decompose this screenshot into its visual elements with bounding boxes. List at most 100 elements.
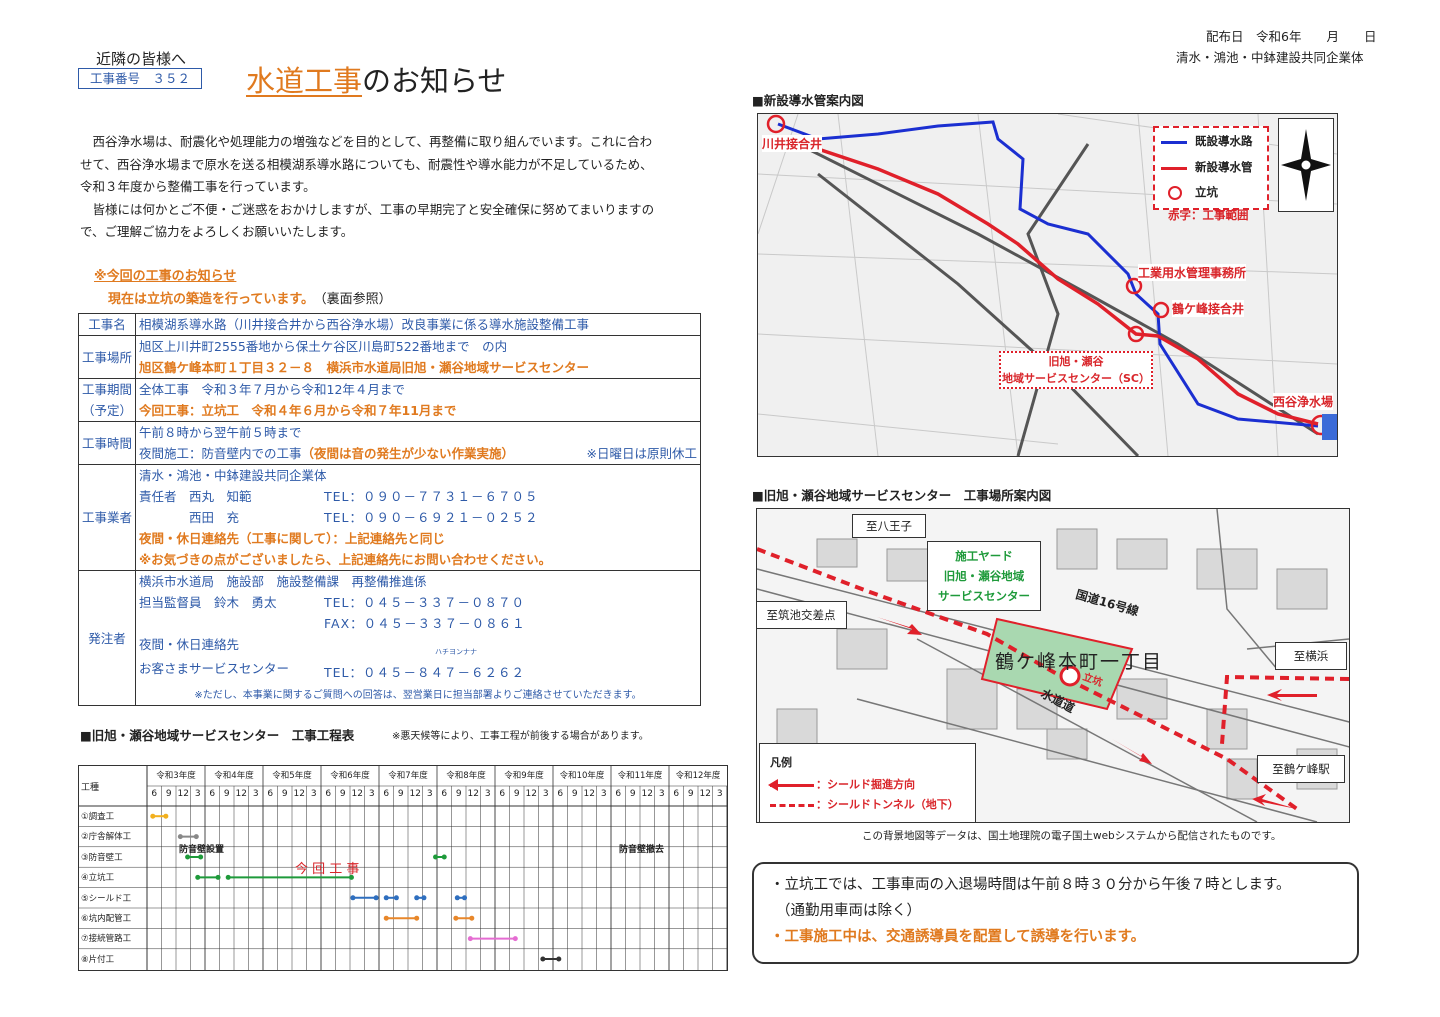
gantt-year-label: 令和6年度: [330, 771, 370, 781]
gantt-month-label: 12: [293, 789, 305, 799]
gantt-month-label: 6: [615, 789, 622, 799]
gantt-month-label: 6: [209, 789, 216, 799]
gantt-month-label: 9: [281, 789, 288, 799]
legend-new-swatch: [1161, 167, 1187, 170]
gantt-month-label: 9: [165, 789, 172, 799]
label-office: 工業用水管理事務所: [1138, 264, 1247, 281]
notice-box: ・立坑工では、工事車両の入退場時間は午前８時３０分から午後７時とします。 （通勤…: [752, 862, 1359, 964]
gantt-bar-end: [393, 895, 399, 901]
value-hours-line1: 午前８時から翌午前５時まで: [139, 425, 302, 440]
gantt-month-label: 3: [194, 789, 201, 799]
yard-line3: サービスセンター: [938, 589, 1030, 603]
gantt-year-label: 令和12年度: [675, 771, 721, 781]
contractor-tel1: TEL：０９０－７７３１－６７０５: [324, 489, 539, 504]
gantt-row-label: ⑤シールド工: [81, 893, 132, 904]
intro-line: で、ご理解ご協力をよろしくお願いいたします。: [80, 224, 354, 239]
schedule-gantt: 工種 令和3年度令和4年度令和5年度令和6年度令和7年度令和8年度令和9年度令和…: [78, 765, 728, 971]
gantt-year-label: 令和11年度: [617, 771, 663, 781]
gantt-item-header: 工種: [81, 783, 100, 793]
company-name: 清水・鴻池・中鉢建設共同企業体: [1176, 50, 1364, 65]
gantt-bar-end: [421, 895, 427, 901]
direction-station: 至鶴ケ峰駅: [1257, 755, 1345, 783]
gantt-label-current: 今 回 工 事: [295, 862, 360, 877]
label-work-place: 工事場所: [78, 335, 136, 379]
gantt-label-install: 防音壁設置: [179, 845, 225, 855]
schedule-note: ※悪天候等により、工事工程が前後する場合があります。: [392, 731, 649, 742]
value-hours-night-note: （夜間は音の発生が少ない作業実施）: [301, 446, 515, 461]
title-rest: のお知らせ: [362, 64, 507, 98]
direction-chikuike: 至筑池交差点: [757, 601, 847, 629]
gantt-month-label: 12: [409, 789, 421, 799]
gantt-month-label: 9: [397, 789, 404, 799]
legend-tunnel-label: ：シールドトンネル（地下）: [816, 798, 959, 811]
legend-arrow-head: [768, 779, 778, 791]
label-period-planned: （予定）: [81, 403, 132, 418]
legend-work-range-note: 赤字：工事範囲: [1168, 208, 1249, 222]
gantt-bar-end: [469, 915, 475, 921]
gantt-month-label: 9: [629, 789, 636, 799]
gantt-row-label: ⑧片付工: [81, 954, 115, 965]
label-kawai: 川井接合井: [762, 135, 823, 152]
gantt-month-label: 12: [641, 789, 653, 799]
contractor-night-contact: 夜間・休日連絡先（工事に関して）：上記連絡先と同じ: [139, 531, 445, 546]
schedule-title: ■旧旭・瀬谷地域サービスセンター 工事工程表: [80, 728, 355, 743]
client-department: 横浜市水道局 施設部 施設整備課 再整備推進係: [139, 574, 427, 589]
gantt-row-label: ④立坑工: [81, 873, 115, 884]
gantt-bar-end: [163, 813, 169, 819]
shaft-marker-sc: [1127, 325, 1145, 343]
gantt-month-label: 12: [235, 789, 247, 799]
label-work-name: 工事名: [78, 313, 136, 336]
gantt-year-label: 令和10年度: [559, 771, 605, 781]
gantt-month-label: 3: [310, 789, 317, 799]
gantt-bar-end: [441, 854, 447, 860]
gantt-bar-end: [150, 813, 156, 819]
map-credit: この背景地図等データは、国土地理院の電子国土webシステムから配信されたものです…: [862, 830, 1282, 842]
yard-line1: 施工ヤード: [955, 549, 1013, 563]
existing-waterway-line: [777, 120, 1319, 428]
gantt-month-label: 6: [383, 789, 390, 799]
shield-direction-arrows: [877, 617, 1317, 809]
gantt-month-label: 3: [426, 789, 433, 799]
notice-line2: （通勤用車両は除く）: [776, 903, 921, 919]
gantt-label-remove: 防音壁撤去: [619, 845, 665, 855]
job-number: 工事番号 ３５２: [78, 68, 202, 89]
intro-line: せて、西谷浄水場まで原水を送る相模湖系導水路についても、耐震性や導水能力が不足し…: [80, 156, 653, 172]
legend-existing-label: 既設導水路: [1195, 134, 1253, 148]
gantt-bar-end: [467, 936, 473, 942]
addressee: 近隣の皆様へ: [96, 50, 187, 68]
value-period-line2: 今回工事：立坑工 令和４年６月から令和７年11月まで: [139, 403, 457, 418]
gantt-bar-end: [177, 834, 183, 840]
gantt-month-label: 12: [699, 789, 711, 799]
gantt-month-label: 6: [325, 789, 332, 799]
gantt-month-label: 9: [571, 789, 578, 799]
gantt-bar-end: [556, 956, 562, 962]
gantt-bar-end: [383, 895, 389, 901]
gantt-row-label: ⑥坑内配管工: [81, 914, 132, 924]
label-service-center: 旧旭・瀬谷 地域サービスセンター（SC）: [999, 351, 1153, 389]
map2-title: ■旧旭・瀬谷地域サービスセンター 工事場所案内図: [752, 488, 1052, 503]
new-pipe-line: [777, 142, 1319, 426]
notice-line1: ・立坑工では、工事車両の入退場時間は午前８時３０分から午後７時とします。: [770, 877, 1291, 893]
client-tel: TEL：０４５－３３７－０８７０: [324, 595, 525, 610]
yard-label: 施工ヤード 旧旭・瀬谷地域 サービスセンター: [927, 541, 1041, 611]
gantt-month-label: 9: [339, 789, 346, 799]
value-hours-night: 夜間施工：防音壁内での工事: [139, 446, 302, 461]
contractor-tel2: TEL：０９０－６９２１－０２５２: [324, 510, 539, 525]
client-tel2: TEL：０４５－８４７－６２６２: [324, 665, 525, 680]
gantt-month-label: 3: [716, 789, 723, 799]
shaft-marker: [1059, 665, 1081, 687]
gantt-month-label: 12: [351, 789, 363, 799]
gantt-year-label: 令和5年度: [272, 771, 312, 781]
gantt-bar-end: [373, 895, 379, 901]
client-tel-ruby: ハチヨンナナ: [435, 648, 477, 656]
nishiya-plant-area: [1322, 414, 1337, 440]
client-night-contact: 夜間・休日連絡先: [139, 637, 240, 652]
gantt-bar-end: [512, 936, 518, 942]
legend-new-label: 新設導水管: [1195, 160, 1253, 174]
gantt-month-label: 6: [673, 789, 680, 799]
shield-tunnel-route: [757, 547, 1349, 811]
legend-title: 凡例: [770, 756, 792, 769]
gantt-month-label: 3: [600, 789, 607, 799]
intro-paragraph: 西谷浄水場は、耐震化や処理能力の増強などを目的として、再整備に取り組んでいます。…: [80, 131, 654, 244]
gantt-month-label: 9: [455, 789, 462, 799]
